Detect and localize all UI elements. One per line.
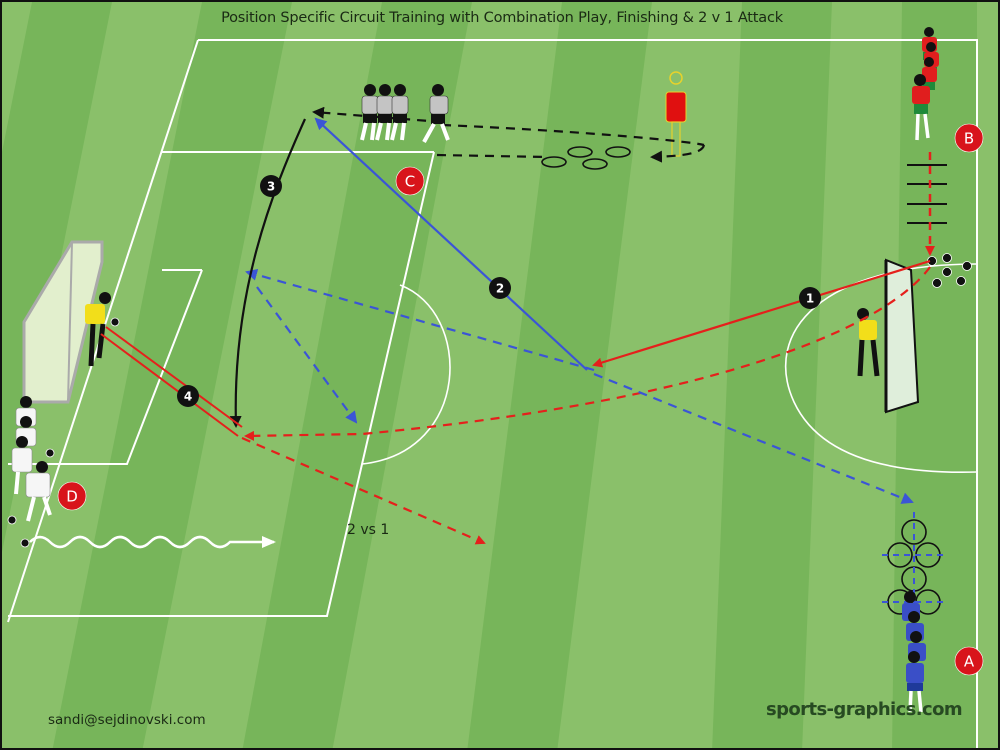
step-1-pass <box>592 259 931 368</box>
diagram-title: Position Specific Circuit Training with … <box>221 10 783 26</box>
field-lines <box>7 39 978 748</box>
group-a-badge: A <box>954 646 984 676</box>
svg-text:1: 1 <box>806 292 814 306</box>
group-b-badge: B <box>954 123 984 153</box>
group-a-players <box>902 591 926 713</box>
svg-text:C: C <box>405 173 415 191</box>
brand-watermark: sports-graphics.com <box>766 699 963 720</box>
step-1-badge: 1 <box>799 287 821 309</box>
svg-text:3: 3 <box>267 180 275 194</box>
step-2-badge: 2 <box>489 277 511 299</box>
svg-text:B: B <box>964 130 974 148</box>
group-b-players <box>912 27 939 141</box>
svg-text:4: 4 <box>184 390 192 404</box>
step-2-pass <box>314 117 588 371</box>
svg-text:D: D <box>66 488 78 506</box>
goalkeeper-right <box>857 308 880 377</box>
step-4-badge: 4 <box>177 385 199 407</box>
attack-2v1-path <box>241 436 486 545</box>
goalkeeper-left <box>85 292 120 367</box>
step-3-pass <box>229 118 307 428</box>
group-d-players <box>7 396 55 548</box>
credit-email: sandi@sejdinovski.com <box>48 712 206 728</box>
agility-rings-icon <box>541 146 631 170</box>
group-c-badge: C <box>395 166 425 196</box>
goal-right-icon <box>884 258 920 414</box>
dribble-path <box>29 535 276 549</box>
step-3-badge: 3 <box>260 175 282 197</box>
step-4-shot <box>100 326 243 437</box>
red-dashed-return <box>244 266 931 441</box>
group-d-badge: D <box>57 481 87 511</box>
svg-text:A: A <box>964 653 975 671</box>
mannequin-icon <box>665 71 687 157</box>
group-c-players <box>360 84 450 143</box>
annotation-2v1: 2 vs 1 <box>347 522 390 538</box>
hurdles-icon <box>907 164 947 224</box>
blue-dashed-runs <box>245 268 914 504</box>
svg-text:2: 2 <box>496 282 504 296</box>
